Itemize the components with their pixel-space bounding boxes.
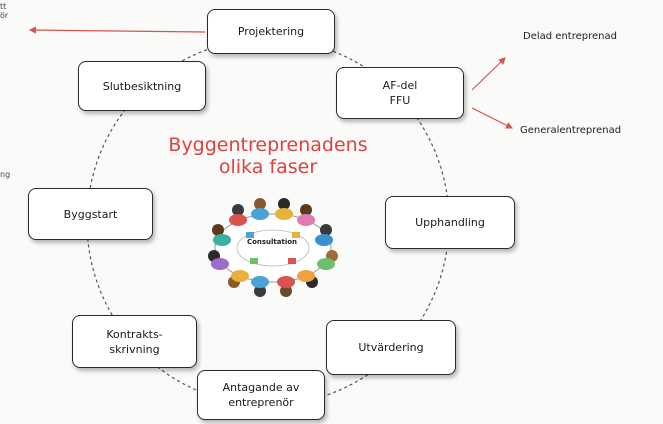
phase-slutbesiktning: Slutbesiktning [78,61,206,111]
cutoff-text-2: ör [0,11,9,20]
phase-af-del-label-2: FFU [389,94,411,107]
cutoff-text-3: ng [0,170,11,179]
diagram-title-line-2: olika faser [218,156,318,178]
phase-af-del: AF-del FFU [336,67,464,119]
phase-kontraktsskrivning: Kontrakts- skrivning [72,315,197,368]
consultation-clipart [208,198,338,297]
phase-utvardering-label: Utvärdering [358,341,424,354]
phase-antagande-label-1: Antagande av [222,381,300,394]
phase-utvardering: Utvärdering [326,320,456,375]
phase-kontrakt-label-2: skrivning [109,342,160,356]
phase-slutbesiktning-label: Slutbesiktning [102,79,182,93]
diagram-title: Byggentreprenadens olika faser [148,134,388,178]
cutoff-text-1: tt [0,2,7,11]
phase-af-del-label-1: AF-del [382,79,418,92]
phase-antagande-label-2: entreprenör [228,396,294,409]
arrow-to-delad-entreprenad [471,57,506,91]
phase-kontrakt-label-1: Kontrakts- [106,327,163,341]
person-icons [208,198,338,297]
diagram-title-line-1: Byggentreprenadens [168,134,368,156]
arrow-to-generalentreprenad [471,107,514,129]
phase-byggstart: Byggstart [28,188,153,240]
phase-upphandling-label: Upphandling [415,216,485,229]
center-label-consultation: Consultation [246,238,298,246]
arrow-left-from-projektering [28,26,206,34]
branch-generalentreprenad: Generalentreprenad [520,125,622,136]
branch-delad-entreprenad: Delad entreprenad [523,31,617,42]
phase-projektering-label: Projektering [237,25,305,38]
phase-antagande: Antagande av entreprenör [197,370,325,420]
phase-byggstart-label: Byggstart [63,207,118,221]
phase-upphandling: Upphandling [385,196,515,249]
phase-projektering: Projektering [207,9,335,54]
